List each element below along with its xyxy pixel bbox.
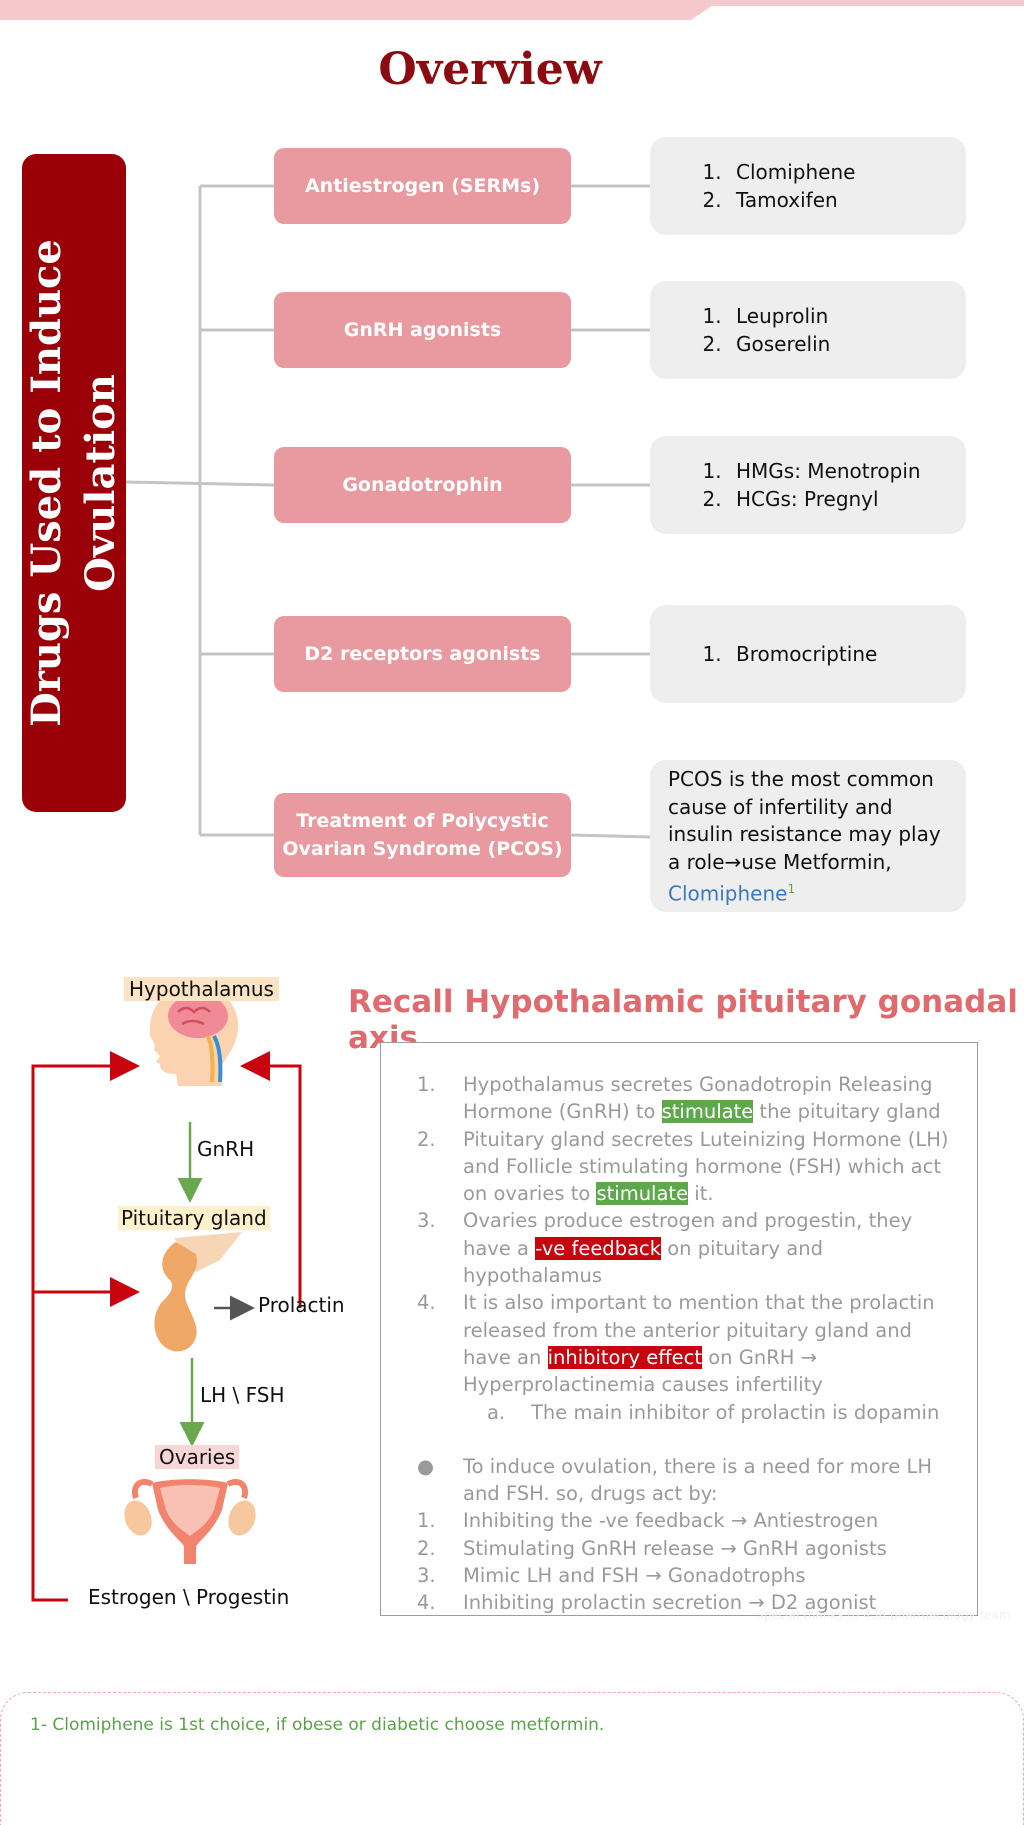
highlight-stimulate: stimulate [596, 1182, 689, 1206]
drugs-antiestrogen: Clomiphene Tamoxifen [650, 137, 966, 235]
item-text: The main inhibitor of prolactin is dopam… [531, 1400, 940, 1424]
pcos-text: PCOS is the most common cause of inferti… [668, 767, 941, 874]
footnote-ref[interactable]: 1 [787, 882, 796, 896]
label-prolactin: Prolactin [258, 1293, 345, 1317]
item-text: Mimic LH and FSH → Gonadotrophs [463, 1564, 806, 1588]
label-lh-fsh: LH \ FSH [200, 1383, 285, 1407]
drug-item: Clomiphene [728, 158, 966, 186]
bullet-icon: ● [417, 1454, 435, 1478]
item-text: Hypothalamus secretes Gonadotropin Relea… [463, 1073, 933, 1124]
category-gonadotrophin: Gonadotrophin [274, 447, 571, 523]
recall-section-title: Recall Hypothalamic pituitary gonadal ax… [348, 984, 1018, 1056]
pcos-clomiphene-link[interactable]: Clomiphene [668, 881, 788, 906]
category-antiestrogen: Antiestrogen (SERMs) [274, 148, 571, 224]
drug-item: HCGs: Pregnyl [728, 485, 966, 513]
diagram-graphics [31, 985, 302, 1602]
drugs-gonadotrophin: HMGs: Menotropin HCGs: Pregnyl [650, 436, 966, 534]
drug-item: HMGs: Menotropin [728, 457, 966, 485]
drugs-gnrh-agonists: Leuprolin Goserelin [650, 281, 966, 379]
page-title: Overview [378, 44, 602, 95]
category-d2-agonists: D2 receptors agonists [274, 616, 571, 692]
pituitary-gland-icon [154, 1232, 242, 1352]
hpg-axis-explanation-box: 1. Hypothalamus secretes Gonadotropin Re… [380, 1042, 978, 1616]
list-item: 1. Hypothalamus secretes Gonadotropin Re… [417, 1071, 965, 1126]
list-number: 1. [417, 1509, 436, 1533]
highlight-inhibitory-effect: inhibitory effect [547, 1345, 703, 1369]
drug-item: Tamoxifen [728, 186, 966, 214]
drug-item: Goserelin [728, 330, 966, 358]
list-item: 1. Inhibiting the -ve feedback → Antiest… [417, 1507, 965, 1534]
list-number: 4. [417, 1291, 436, 1315]
uterus-ovaries-icon [124, 1478, 256, 1564]
footnote-text: 1- Clomiphene is 1st choice, if obese or… [30, 1715, 605, 1735]
list-item: 2. Stimulating GnRH release → GnRH agoni… [417, 1535, 965, 1562]
hpg-axis-diagram: Hypothalamus GnRH Pituitary gland Prolac… [0, 970, 370, 1630]
list-number: 4. [417, 1591, 436, 1615]
footnote-box [0, 1692, 1024, 1825]
banner-line-1: Drugs Used to Induce [23, 239, 70, 727]
item-text: To induce ovulation, there is a need for… [463, 1454, 932, 1506]
banner-line-2: Ovulation [77, 374, 124, 592]
pcos-note-box: PCOS is the most common cause of inferti… [650, 760, 966, 912]
item-text: Inhibiting the -ve feedback → Antiestrog… [463, 1509, 879, 1533]
highlight-negative-feedback: -ve feedback [535, 1236, 662, 1260]
bullet-item: ● To induce ovulation, there is a need f… [417, 1453, 965, 1508]
list-item: 2. Pituitary gland secretes Luteinizing … [417, 1126, 965, 1208]
item-text: Pituitary gland secretes Luteinizing Hor… [463, 1127, 949, 1206]
item-text: Inhibiting prolactin secretion → D2 agon… [463, 1591, 877, 1615]
label-pituitary-gland: Pituitary gland [118, 1206, 270, 1230]
list-item: 4. Inhibiting prolactin secretion → D2 a… [417, 1589, 965, 1616]
category-pcos-line-1: Treatment of Polycystic [296, 810, 549, 832]
item-text: Stimulating GnRH release → GnRH agonists [463, 1536, 887, 1560]
category-pcos-line-2: Ovarian Syndrome (PCOS) [282, 838, 563, 860]
label-estrogen-progestin: Estrogen \ Progestin [88, 1585, 290, 1609]
list-item: 4. It is also important to mention that … [417, 1289, 965, 1398]
sub-list-item: a. The main inhibitor of prolactin is do… [417, 1399, 965, 1426]
list-item: 3. Mimic LH and FSH → Gonadotrophs [417, 1562, 965, 1589]
label-hypothalamus: Hypothalamus [124, 977, 279, 1001]
highlight-stimulate: stimulate [661, 1100, 754, 1124]
drugs-d2-agonists: Bromocriptine [650, 605, 966, 703]
list-number: 2. [417, 1536, 436, 1560]
list-number: 3. [417, 1209, 436, 1233]
list-number: 2. [417, 1127, 436, 1151]
watermark-text: Special thanks to 438 pharmacology team [756, 1608, 1011, 1622]
item-text: Ovaries produce estrogen and progestin, … [463, 1209, 913, 1260]
list-number: 1. [417, 1073, 436, 1096]
drugs-banner: Drugs Used to Induce Ovulation [22, 154, 126, 812]
list-number: 3. [417, 1564, 436, 1588]
list-item: 3. Ovaries produce estrogen and progesti… [417, 1207, 965, 1289]
brain-head-icon [150, 985, 239, 1086]
list-number: a. [487, 1400, 506, 1424]
item-text: it. [688, 1182, 714, 1206]
drug-item: Leuprolin [728, 302, 966, 330]
label-ovaries: Ovaries [155, 1445, 240, 1469]
drug-item: Bromocriptine [728, 640, 966, 668]
item-text: on pituitary and hypothalamus [463, 1236, 823, 1288]
item-text: on GnRH → Hyperprolactinemia causes infe… [463, 1345, 823, 1397]
category-pcos: Treatment of Polycystic Ovarian Syndrome… [274, 793, 571, 877]
category-gnrh-agonists: GnRH agonists [274, 292, 571, 368]
label-gnrh: GnRH [197, 1137, 255, 1161]
item-text: It is also important to mention that the… [463, 1291, 935, 1369]
top-decorative-stripe [0, 0, 1024, 20]
item-text: the pituitary gland [753, 1100, 941, 1124]
